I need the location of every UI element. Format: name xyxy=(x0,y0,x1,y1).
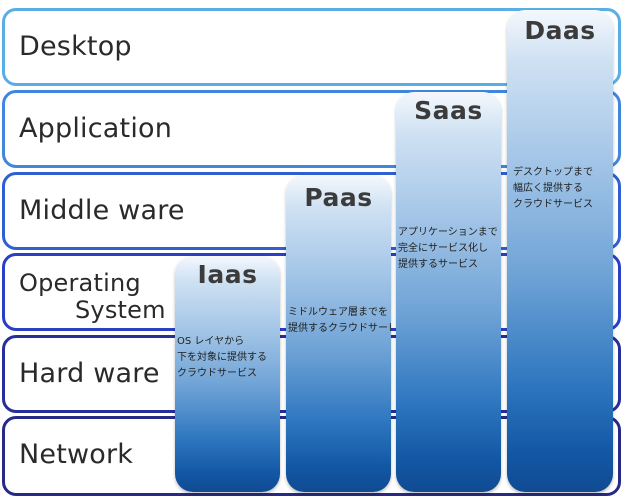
column-desc-iaas-line: クラウドサービス xyxy=(177,368,257,379)
column-desc-saas-line: 提供するサービス xyxy=(398,259,478,270)
layer-label-network: Network xyxy=(19,439,134,470)
layer-label-operating: Operating xyxy=(19,269,141,297)
column-saas: Saas アプリケーションまで 完全にサービス化し 提供するサービス xyxy=(396,92,501,492)
column-desc-daas-line: デスクトップまで xyxy=(513,167,593,178)
column-desc-saas-line: アプリケーションまで xyxy=(398,227,498,238)
column-desc-saas-line: 完全にサービス化し xyxy=(398,243,488,254)
layer-label-system: System xyxy=(75,296,166,324)
column-desc-daas: デスクトップまで 幅広く提供する クラウドサービス xyxy=(513,165,593,213)
column-daas: Daas デスクトップまで 幅広く提供する クラウドサービス xyxy=(507,10,613,492)
column-desc-iaas-line: OS レイヤから xyxy=(177,336,245,347)
column-desc-iaas-line: 下を対象に提供する xyxy=(177,352,267,363)
column-title-daas: Daas xyxy=(524,16,596,45)
layer-label-hardware: Hard ware xyxy=(19,358,160,389)
column-desc-daas-line: 幅広く提供する xyxy=(513,183,583,194)
layer-label-application: Application xyxy=(19,113,173,144)
column-title-paas: Paas xyxy=(304,183,373,212)
column-title-iaas: Iaas xyxy=(197,260,258,289)
column-desc-daas-line: クラウドサービス xyxy=(513,199,593,210)
layer-label-operating-system: Operating System xyxy=(19,270,166,324)
layer-label-desktop: Desktop xyxy=(19,31,132,62)
column-iaas: Iaas OS レイヤから 下を対象に提供する クラウドサービス xyxy=(175,256,280,492)
layer-label-middleware: Middle ware xyxy=(19,195,185,226)
column-desc-iaas: OS レイヤから 下を対象に提供する クラウドサービス xyxy=(177,334,267,382)
column-title-saas: Saas xyxy=(414,96,483,125)
column-desc-paas-line: ミドルウェア層までを xyxy=(288,307,388,318)
column-desc-saas: アプリケーションまで 完全にサービス化し 提供するサービス xyxy=(398,225,498,273)
